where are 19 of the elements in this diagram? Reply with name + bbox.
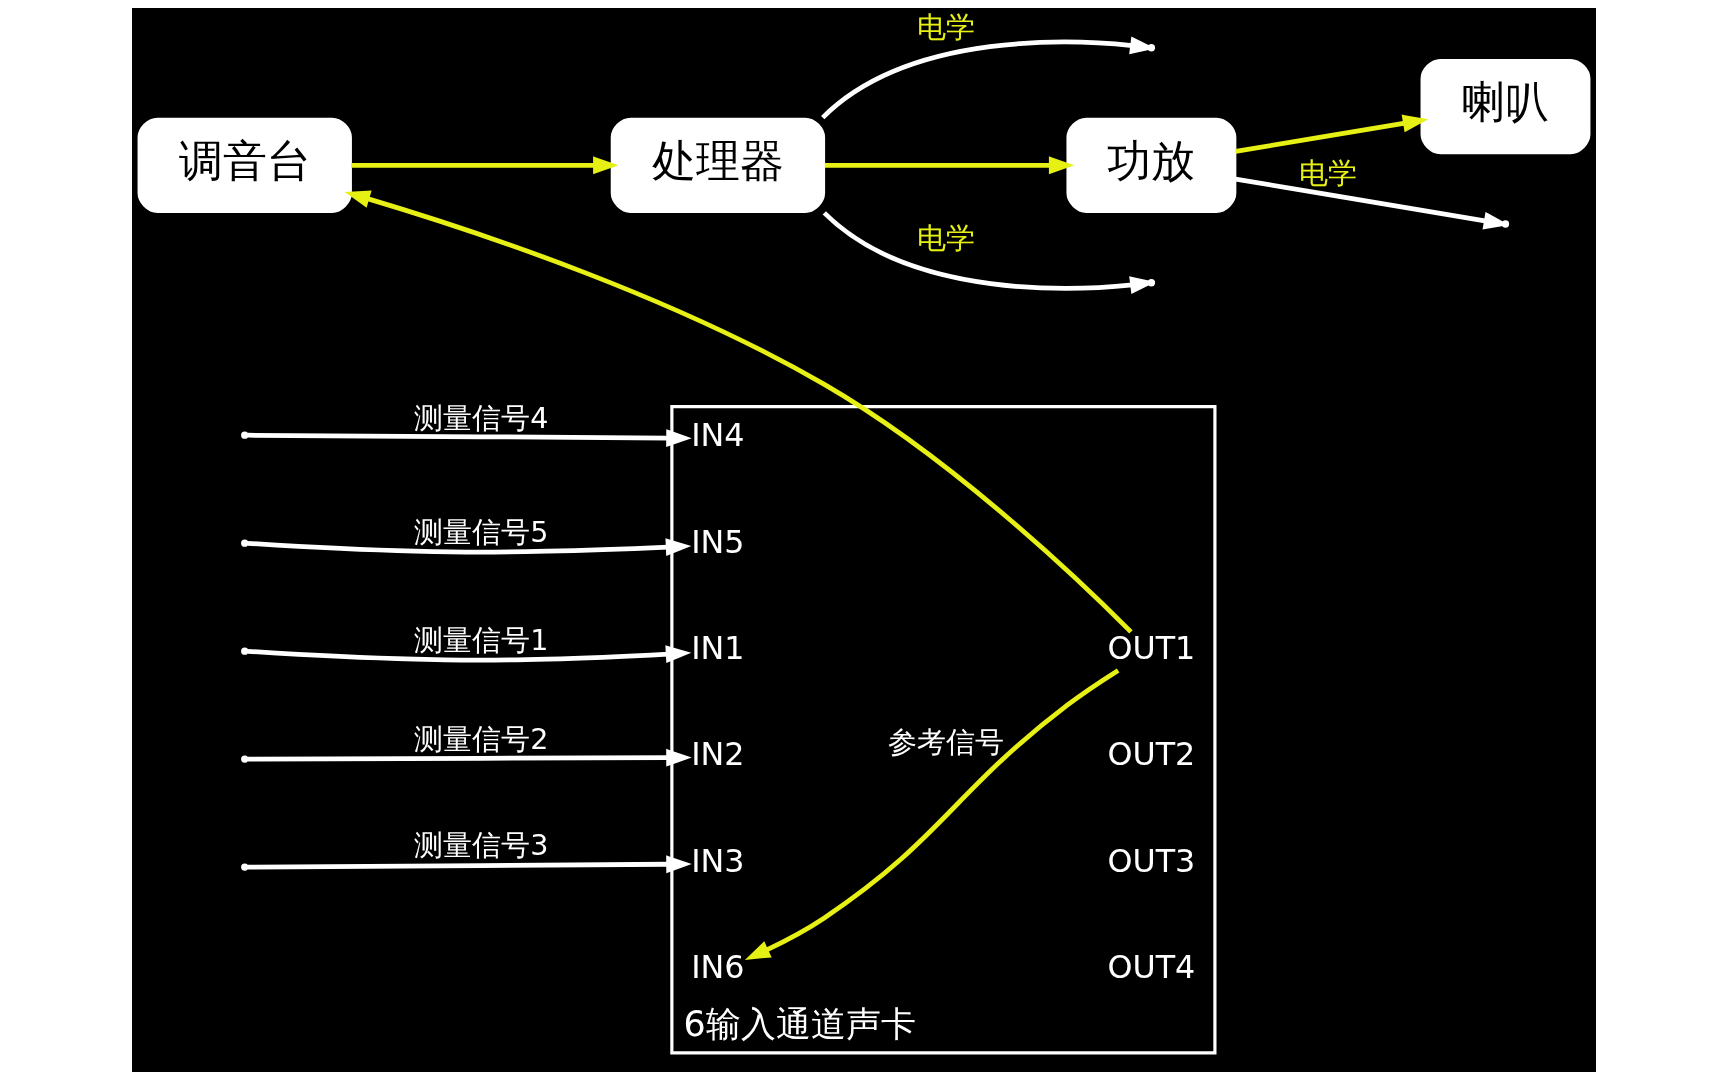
node-text: IN3	[691, 842, 745, 879]
edge-label: 电学	[916, 221, 975, 256]
node-text: IN2	[691, 736, 745, 773]
node-text: IN5	[691, 523, 745, 560]
node-text: IN6	[691, 949, 745, 986]
node-text: OUT3	[1107, 842, 1196, 879]
edge-label: 测量信号4	[414, 400, 549, 435]
edge-label: 电学	[1299, 156, 1358, 191]
edge-label: 电学	[916, 10, 975, 45]
edge-label: 测量信号1	[414, 623, 549, 658]
edge-label: 参考信号	[887, 724, 1004, 759]
node-text: IN4	[691, 417, 745, 454]
node-text: OUT2	[1107, 736, 1196, 773]
node-text: OUT1	[1107, 630, 1196, 667]
node-text: IN1	[691, 630, 745, 667]
edge-label: 测量信号2	[414, 721, 549, 756]
edge-label: 测量信号5	[414, 515, 549, 550]
node-text: OUT4	[1107, 949, 1196, 986]
edge-label: 测量信号3	[414, 828, 549, 863]
